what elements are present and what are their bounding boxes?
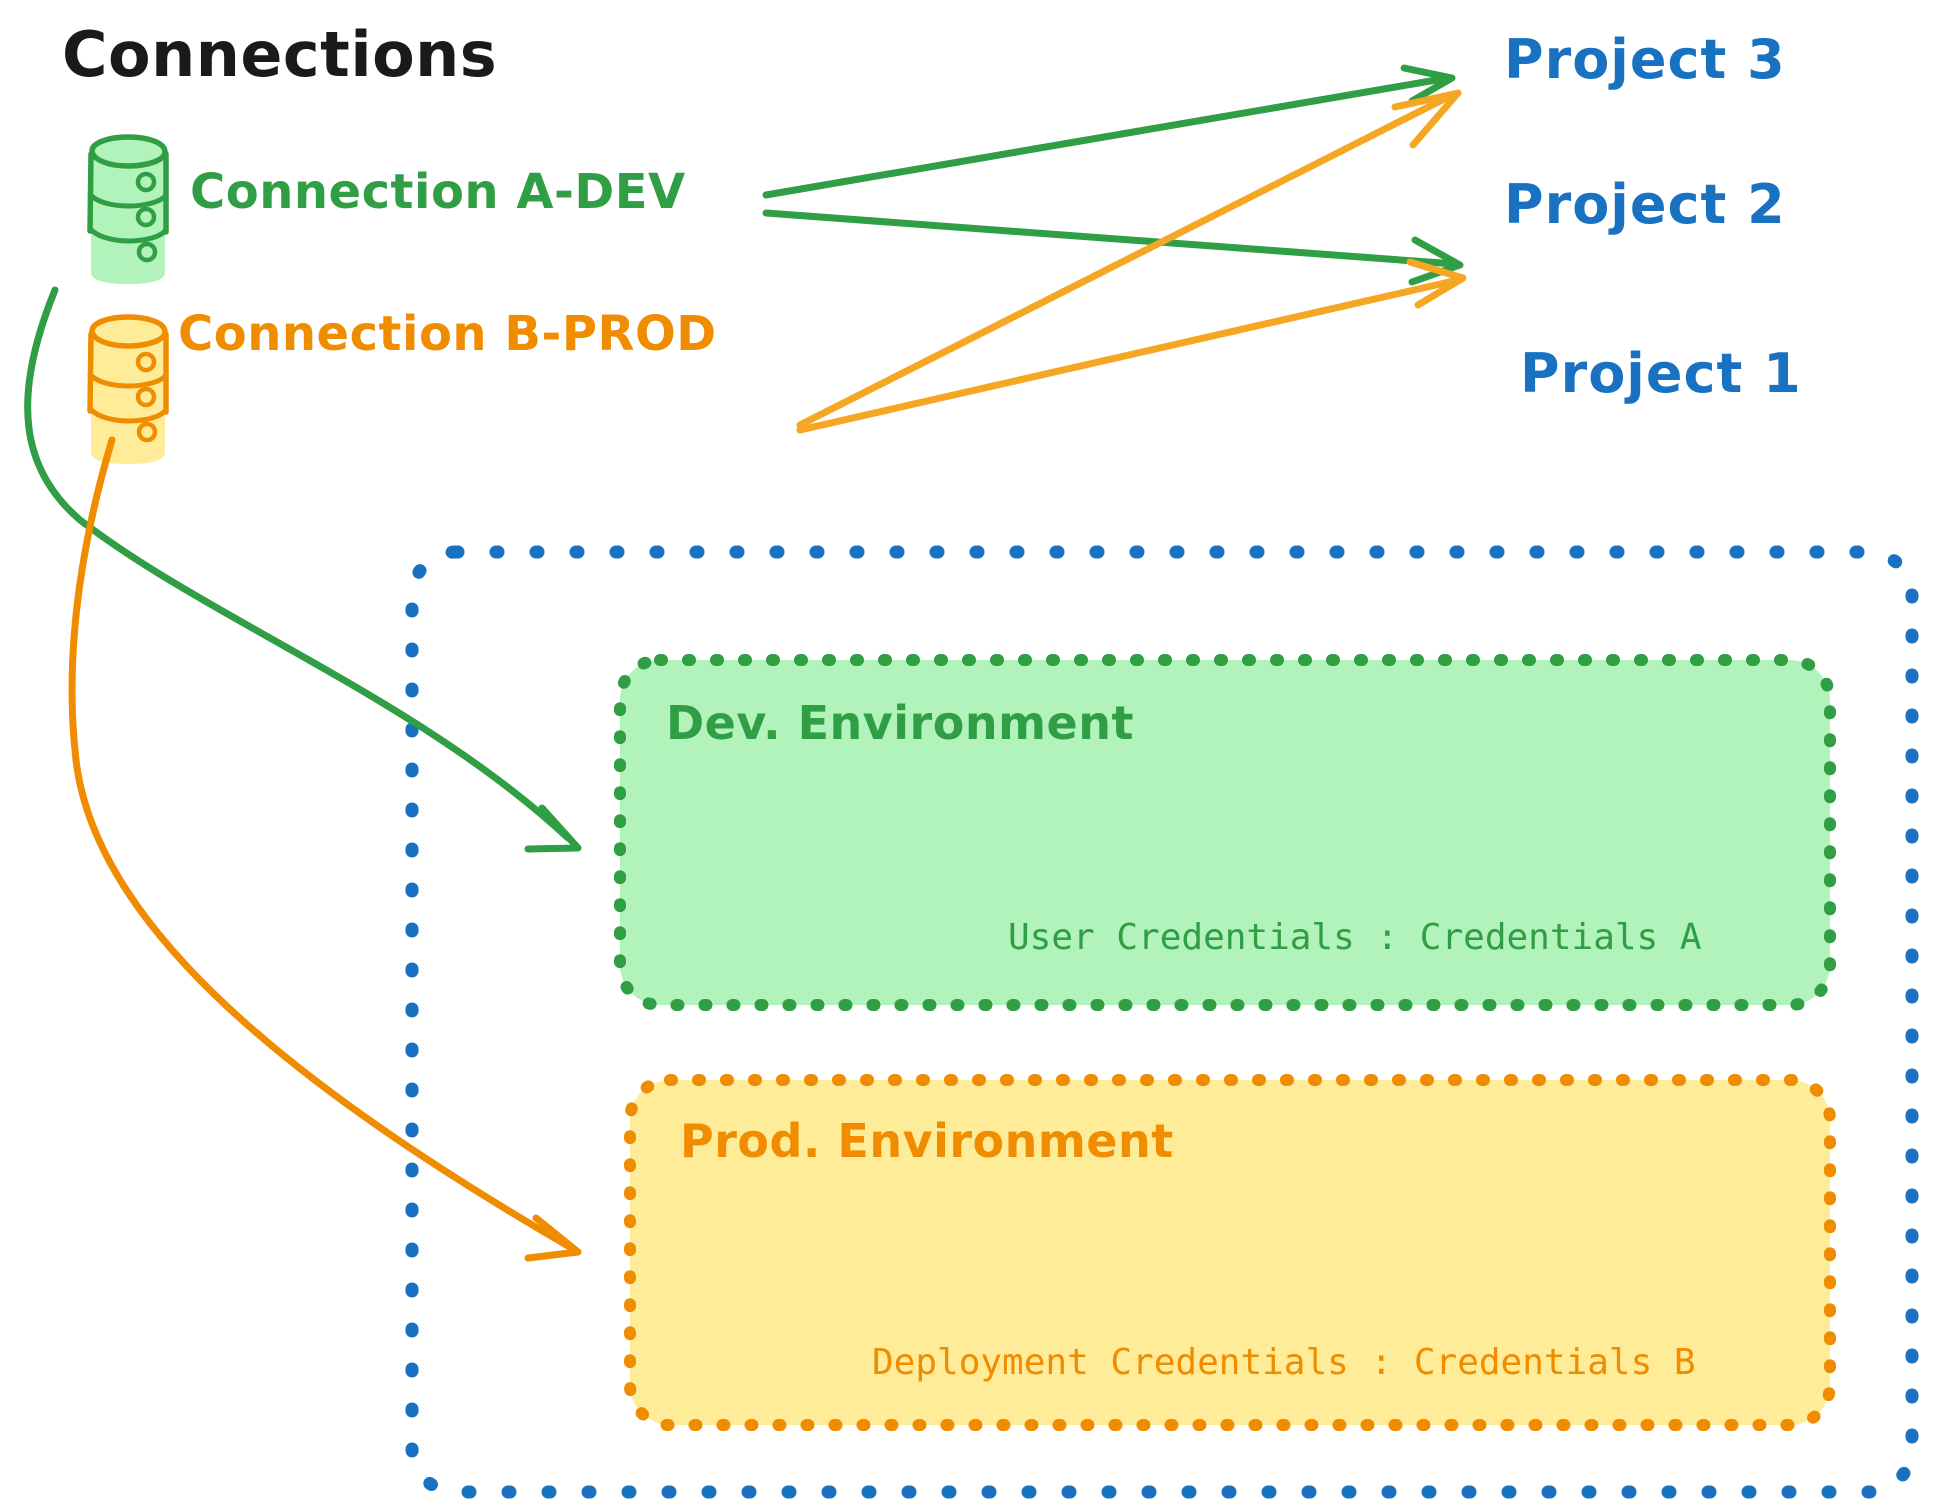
edge-conn-b-to-project-3 bbox=[796, 89, 1462, 429]
edge-conn-b-to-prod-environment bbox=[68, 436, 582, 1262]
dev-environment-title: Dev. Environment bbox=[666, 696, 1134, 750]
connection-b-prod-label[interactable]: Connection B-PROD bbox=[178, 306, 717, 362]
dev-environment-box[interactable] bbox=[614, 654, 1836, 1011]
edge-conn-b-to-project-2 bbox=[796, 258, 1467, 434]
edge-conn-a-to-dev-environment bbox=[24, 286, 582, 853]
connection-a-dev-label[interactable]: Connection A-DEV bbox=[190, 164, 686, 220]
prod-environment-box[interactable] bbox=[624, 1074, 1836, 1431]
prod-environment-credentials: Deployment Credentials : Credentials B bbox=[872, 1342, 1696, 1383]
dev-environment-credentials: User Credentials : Credentials A bbox=[1008, 917, 1702, 958]
page-title: Connections bbox=[62, 18, 498, 91]
edge-conn-a-to-project-3 bbox=[762, 64, 1456, 199]
project-3-label[interactable]: Project 3 bbox=[1504, 28, 1786, 91]
project-2-label[interactable]: Project 2 bbox=[1504, 173, 1786, 236]
edge-conn-a-to-project-2 bbox=[762, 209, 1464, 286]
database-cylinder-icon-green[interactable] bbox=[87, 134, 169, 284]
database-cylinder-icon-orange[interactable] bbox=[87, 314, 169, 464]
prod-environment-title: Prod. Environment bbox=[680, 1114, 1174, 1168]
project-1-label[interactable]: Project 1 bbox=[1520, 342, 1802, 405]
